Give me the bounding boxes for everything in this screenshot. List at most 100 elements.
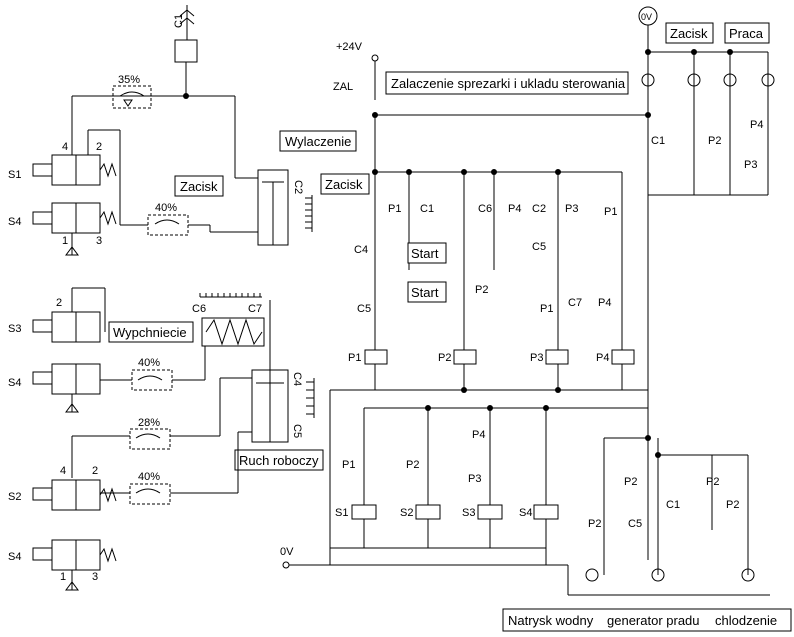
- clamp-label: Zacisk: [180, 179, 218, 194]
- svg-text:P2: P2: [706, 476, 719, 488]
- svg-text:C4: C4: [291, 372, 303, 386]
- svg-text:P3: P3: [744, 159, 757, 171]
- svg-text:P1: P1: [348, 352, 361, 364]
- clamp-label-box: [174, 175, 224, 197]
- clamp-el-label: Zacisk: [325, 177, 363, 192]
- solenoids: S1 S2 S3 S4: [335, 504, 559, 520]
- svg-text:P1: P1: [604, 206, 617, 218]
- zero-v-bottom-label: 0V: [280, 546, 294, 558]
- air-filter: [174, 39, 198, 63]
- svg-text:1: 1: [62, 235, 68, 247]
- coil-p4: [611, 349, 635, 365]
- zero-v-label: 0V: [641, 12, 652, 22]
- svg-text:C5: C5: [532, 241, 546, 253]
- supply-label: +24V: [336, 41, 363, 53]
- pneumatic-circuit: C1 35% Zacisk 40% C2 S1: [8, 5, 324, 591]
- svg-text:P3: P3: [530, 352, 543, 364]
- lamp-generator: [651, 568, 665, 582]
- svg-text:S2: S2: [400, 507, 413, 519]
- svg-text:P2: P2: [726, 499, 739, 511]
- svg-text:C1: C1: [666, 499, 680, 511]
- svg-text:C5: C5: [628, 518, 642, 530]
- svg-text:chlodzenie: chlodzenie: [715, 613, 777, 628]
- svg-text:P2: P2: [624, 476, 637, 488]
- lamp-cooling: [741, 568, 755, 582]
- push-cylinder: [201, 317, 265, 347]
- svg-text:P4: P4: [472, 429, 485, 441]
- svg-text:P4: P4: [596, 352, 609, 364]
- svg-text:C5: C5: [291, 424, 303, 438]
- svg-text:4: 4: [60, 465, 66, 477]
- svg-text:C1: C1: [420, 203, 434, 215]
- svg-text:3: 3: [96, 235, 102, 247]
- svg-text:S3: S3: [462, 507, 475, 519]
- work-label: Ruch roboczy: [239, 453, 319, 468]
- svg-text:C6: C6: [192, 303, 206, 315]
- svg-text:P2: P2: [588, 518, 601, 530]
- coil-p3: [545, 349, 569, 365]
- push-label: Wypchniecie: [113, 325, 187, 340]
- sensor-c1-label: C1: [173, 14, 185, 28]
- electrical-circuit: +24V ZAL Zalaczenie sprezarki i ukladu s…: [279, 6, 792, 632]
- svg-text:P2: P2: [406, 459, 419, 471]
- svg-text:28%: 28%: [138, 417, 160, 429]
- svg-text:Praca: Praca: [729, 26, 764, 41]
- push-label-box: [108, 321, 194, 343]
- svg-text:generator pradu: generator pradu: [607, 613, 700, 628]
- start-label-2: Start: [411, 285, 439, 300]
- svg-text:P1: P1: [540, 303, 553, 315]
- off-label-box: [279, 130, 357, 152]
- lamp-clamp-label-box: [665, 22, 714, 44]
- main-switch-label: Zalaczenie sprezarki i ukladu sterowania: [391, 76, 626, 91]
- svg-text:P4: P4: [598, 297, 611, 309]
- sensor-c2-label: C2: [292, 180, 304, 194]
- coil-p2: [453, 349, 477, 365]
- svg-text:P3: P3: [468, 473, 481, 485]
- svg-text:C4: C4: [354, 244, 368, 256]
- svg-text:S1: S1: [335, 507, 348, 519]
- svg-text:40%: 40%: [138, 471, 160, 483]
- svg-text:P1: P1: [342, 459, 355, 471]
- throttle-35-label: 35%: [118, 74, 140, 86]
- svg-text:1: 1: [60, 571, 66, 583]
- svg-text:C7: C7: [248, 303, 262, 315]
- svg-text:3: 3: [92, 571, 98, 583]
- valve-s4a-label: S4: [8, 216, 21, 228]
- svg-text:2: 2: [96, 141, 102, 153]
- svg-text:C1: C1: [651, 135, 665, 147]
- svg-text:40%: 40%: [138, 357, 160, 369]
- svg-text:S4: S4: [519, 507, 532, 519]
- lamp-work-label-box: [724, 22, 770, 44]
- lamp-water: [585, 568, 599, 582]
- svg-text:P2: P2: [708, 135, 721, 147]
- valve-s1-label: S1: [8, 169, 21, 181]
- throttle-40-clamp-label: 40%: [155, 202, 177, 214]
- bottom-labels-box: [502, 608, 792, 632]
- svg-text:P4: P4: [750, 119, 763, 131]
- start-button-1: [407, 242, 447, 264]
- svg-text:P2: P2: [438, 352, 451, 364]
- start-label-1: Start: [411, 246, 439, 261]
- svg-text:2: 2: [92, 465, 98, 477]
- off-label: Wylaczenie: [285, 134, 351, 149]
- coil-p1: [364, 349, 388, 365]
- valve-s4b-label: S4: [8, 377, 21, 389]
- lamp-1: [641, 73, 655, 87]
- svg-text:Natrysk wodny: Natrysk wodny: [508, 613, 594, 628]
- svg-text:Zacisk: Zacisk: [670, 26, 708, 41]
- svg-text:P3: P3: [565, 203, 578, 215]
- svg-text:C6: C6: [478, 203, 492, 215]
- valve-s3-label: S3: [8, 323, 21, 335]
- svg-text:4: 4: [62, 141, 68, 153]
- indicator-lamps: [641, 73, 775, 87]
- svg-text:C5: C5: [357, 303, 371, 315]
- work-label-box: [234, 449, 324, 471]
- coils: P1 P2 P3 P4: [348, 349, 635, 365]
- clamp-el-label-box: [320, 173, 370, 195]
- svg-text:C2: C2: [532, 203, 546, 215]
- start-button-2: [407, 281, 447, 303]
- svg-text:C7: C7: [568, 297, 582, 309]
- svg-text:P2: P2: [475, 284, 488, 296]
- zal-label: ZAL: [333, 81, 353, 93]
